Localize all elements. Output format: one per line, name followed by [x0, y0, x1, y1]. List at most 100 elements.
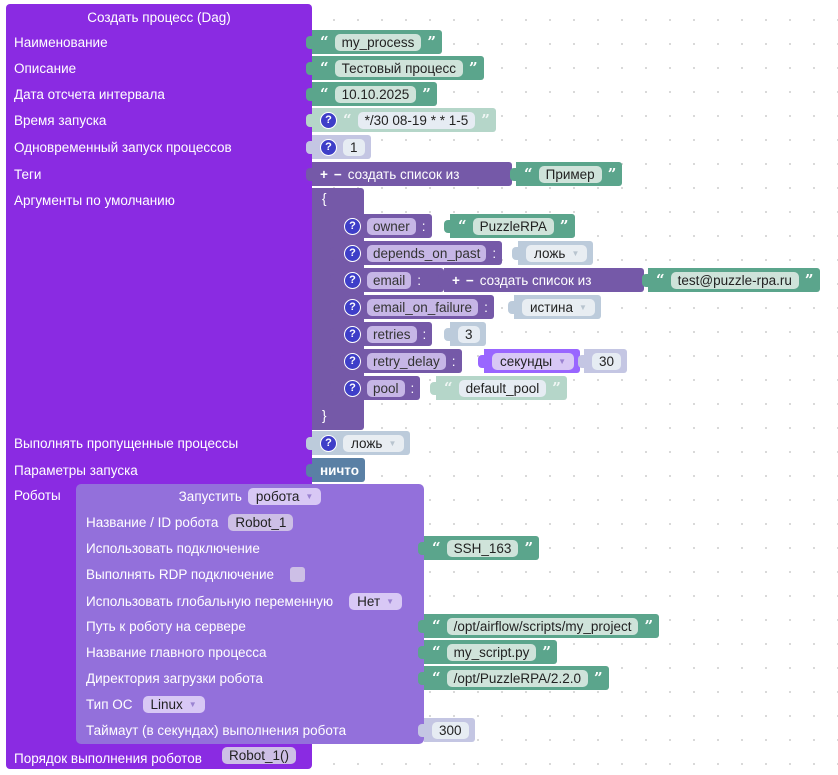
key-field[interactable]: pool [367, 379, 405, 397]
main-proc-text-block[interactable]: “my_script.py” [417, 640, 558, 664]
email-list-block[interactable]: +−создать список из [438, 268, 644, 292]
help-icon[interactable]: ? [344, 352, 361, 370]
help-icon[interactable]: ? [320, 434, 337, 452]
entry-value[interactable]: истина▼ [508, 295, 601, 319]
dict-entry[interactable]: ?owner: [330, 214, 432, 238]
schedule-block[interactable]: ?“*/30 08-19 * * 1-5” [306, 108, 496, 132]
dropdown-value: секунды [500, 353, 553, 369]
label-main-proc: Название главного процесса [86, 645, 267, 660]
entry-value[interactable]: “test@puzzle-rpa.ru” [642, 268, 820, 292]
key-field[interactable]: retries [367, 325, 417, 343]
minus-icon[interactable]: − [465, 272, 474, 288]
label-rdp: Выполнять RDP подключение [86, 567, 275, 582]
help-icon[interactable]: ? [344, 244, 361, 262]
key-field[interactable]: email [367, 271, 412, 289]
dropdown-arrow-icon: ▼ [386, 597, 395, 606]
entry-value[interactable]: ложь▼ [511, 241, 594, 265]
label-os: Тип ОС [86, 697, 133, 712]
key-field[interactable]: retry_delay [367, 352, 446, 370]
order-input[interactable]: Robot_1() [222, 747, 297, 764]
minus-icon[interactable]: − [333, 166, 342, 182]
bool-dropdown[interactable]: ложь▼ [526, 244, 588, 262]
timeout-input[interactable]: 300 [432, 721, 469, 739]
plus-icon[interactable]: + [452, 272, 460, 288]
description-text-block[interactable]: “Тестовый процесс” [306, 56, 484, 80]
quote-close-icon: ” [469, 59, 478, 77]
quote-close-icon: ” [524, 539, 534, 557]
rdp-checkbox[interactable] [290, 567, 306, 582]
key-field[interactable]: email_on_failure [367, 298, 479, 316]
quote-close-icon: ” [552, 379, 561, 397]
label-order: Порядок выполнения роботов [14, 751, 202, 766]
value-input[interactable]: PuzzleRPA [472, 217, 554, 235]
plus-icon[interactable]: + [320, 166, 328, 182]
value-input[interactable]: test@puzzle-rpa.ru [670, 271, 799, 289]
quote-open-icon: “ [343, 111, 352, 129]
name-input[interactable]: my_process [334, 33, 422, 51]
bool-dropdown[interactable]: истина▼ [522, 298, 595, 316]
start-date-input[interactable]: 10.10.2025 [334, 85, 417, 103]
description-input[interactable]: Тестовый процесс [334, 59, 464, 77]
start-date-text-block[interactable]: “10.10.2025” [306, 82, 437, 106]
value-input[interactable]: 3 [458, 325, 480, 343]
help-icon[interactable]: ? [344, 271, 361, 289]
connection-input[interactable]: SSH_163 [446, 539, 519, 557]
value-input[interactable]: 30 [592, 352, 622, 370]
dict-entry[interactable]: ?depends_on_past: [329, 241, 503, 265]
dropdown-arrow-icon: ▼ [305, 492, 314, 501]
quote-close-icon: ” [427, 33, 437, 51]
value-input[interactable]: default_pool [458, 379, 547, 397]
entry-value[interactable]: “default_pool” [430, 376, 567, 400]
path-input[interactable]: /opt/airflow/scripts/my_project [446, 617, 639, 635]
label-params: Параметры запуска [14, 463, 138, 478]
dropdown-arrow-icon: ▼ [388, 438, 397, 448]
connection-text-block[interactable]: “SSH_163” [417, 536, 540, 560]
help-icon[interactable]: ? [320, 111, 337, 129]
tag-text-block[interactable]: “Пример” [509, 162, 623, 186]
dict-entry[interactable]: ?email_on_failure: [330, 295, 494, 319]
params-null-block[interactable]: ничто [306, 458, 365, 482]
tag-input[interactable]: Пример [538, 165, 602, 183]
catchup-block[interactable]: ? ложь▼ [305, 431, 411, 455]
catchup-dropdown[interactable]: ложь▼ [343, 434, 405, 452]
help-icon[interactable]: ? [344, 379, 361, 397]
help-icon[interactable]: ? [344, 325, 361, 343]
help-icon[interactable]: ? [344, 217, 361, 235]
global-var-dropdown[interactable]: Нет▼ [349, 593, 403, 610]
dir-input[interactable]: /opt/PuzzleRPA/2.2.0 [446, 669, 588, 687]
path-text-block[interactable]: “/opt/airflow/scripts/my_project” [417, 614, 660, 638]
timeout-number-block[interactable]: 300 [418, 718, 475, 742]
dict-entry[interactable]: ?email: [330, 268, 444, 292]
entry-value[interactable]: 3 [444, 322, 486, 346]
label-robot-id: Название / ID робота [86, 515, 219, 530]
dict-entry[interactable]: ? retries: [329, 322, 433, 346]
dropdown-arrow-icon: ▼ [571, 248, 580, 258]
key-field[interactable]: owner [367, 217, 416, 235]
max-active-input[interactable]: 1 [343, 138, 365, 156]
dict-entry[interactable]: ? pool: [329, 376, 421, 400]
robot-id-input[interactable]: Robot_1 [228, 514, 294, 531]
help-icon[interactable]: ? [344, 298, 361, 316]
quote-close-icon: ” [644, 617, 654, 635]
entry-value[interactable]: 30 [577, 349, 628, 373]
dict-entry[interactable]: ?retry_delay: [330, 349, 462, 373]
colon: : [422, 326, 427, 342]
robot-type-dropdown[interactable]: робота▼ [247, 488, 322, 505]
quote-open-icon: “ [320, 33, 329, 51]
tags-list-block[interactable]: +−создать список из [306, 162, 512, 186]
main-proc-input[interactable]: my_script.py [446, 643, 537, 661]
schedule-input[interactable]: */30 08-19 * * 1-5 [357, 111, 476, 129]
null-value: ничто [320, 462, 359, 478]
dir-text-block[interactable]: “/opt/PuzzleRPA/2.2.0” [418, 666, 609, 690]
key-field[interactable]: depends_on_past [367, 244, 487, 262]
unit-dropdown[interactable]: секунды▼ [492, 352, 575, 370]
colon: : [410, 380, 415, 396]
os-dropdown[interactable]: Linux▼ [142, 696, 205, 713]
name-text-block[interactable]: “ my_process ” [305, 30, 443, 54]
max-active-block[interactable]: ?1 [306, 135, 371, 159]
quote-open-icon: “ [320, 85, 329, 103]
help-icon[interactable]: ? [320, 138, 337, 156]
entry-value[interactable]: “PuzzleRPA” [444, 214, 575, 238]
time-unit-block[interactable]: секунды▼ [477, 349, 581, 373]
